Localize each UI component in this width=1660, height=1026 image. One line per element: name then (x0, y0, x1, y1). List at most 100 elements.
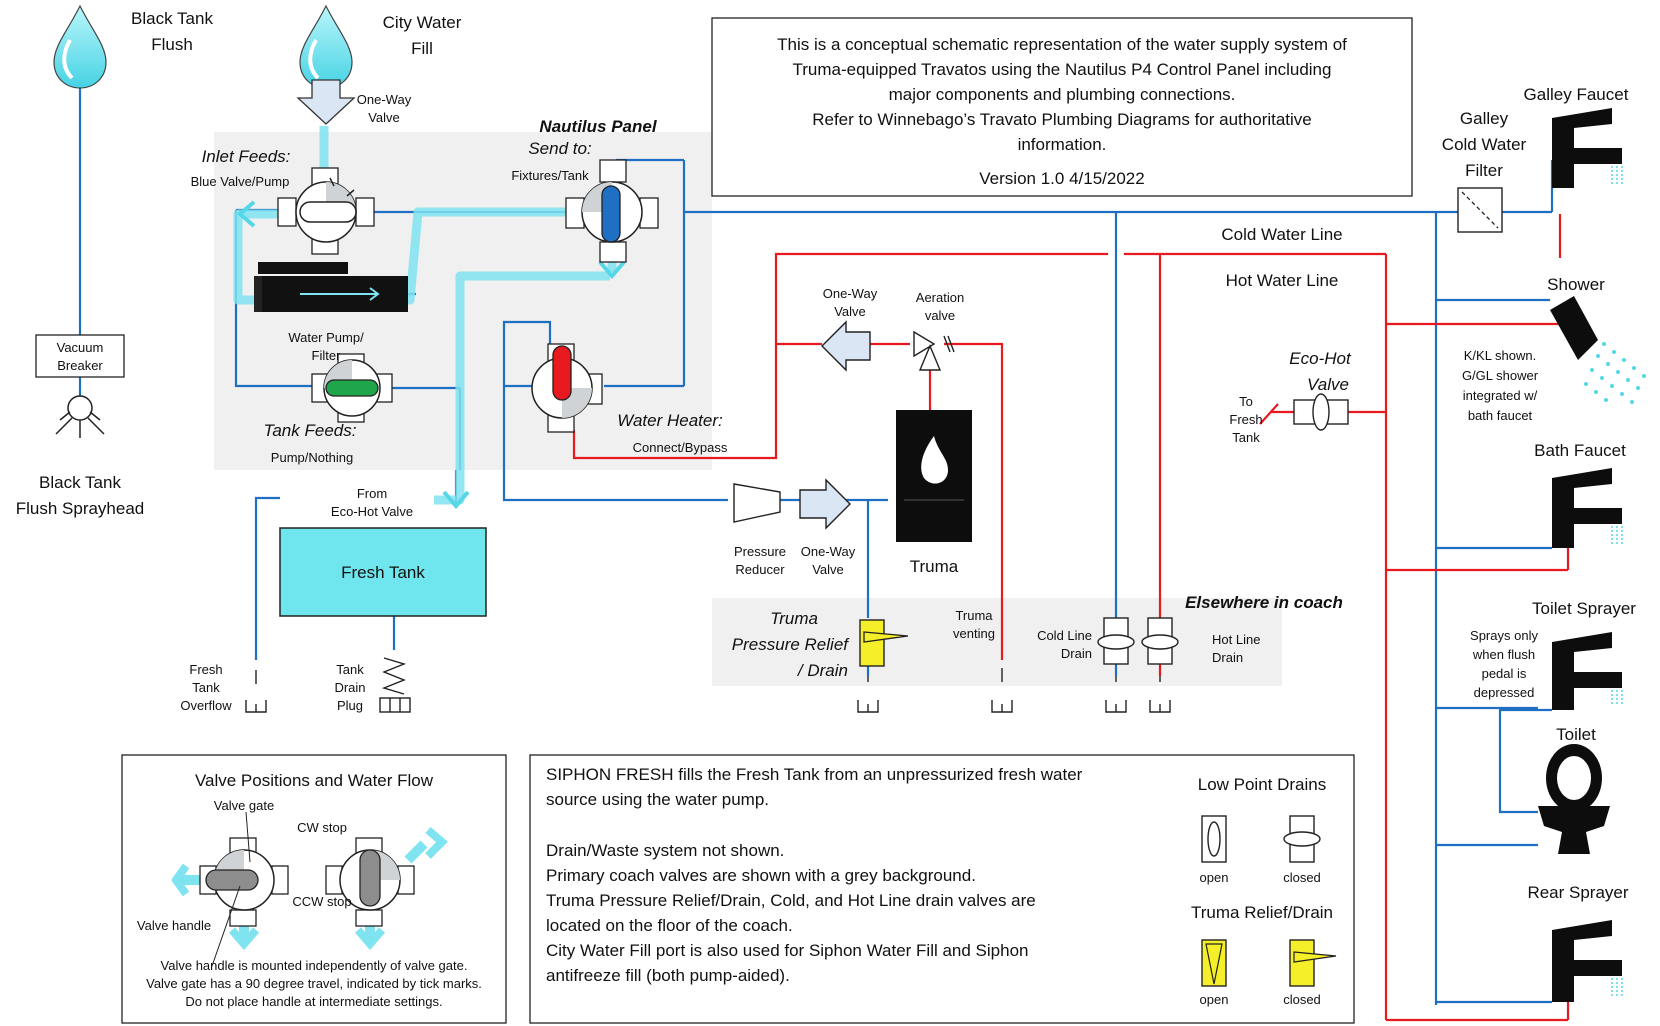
to-fresh-label-2: Fresh (1229, 412, 1262, 427)
send-to-label: Send to: (528, 139, 592, 158)
line-drain-valves (1097, 617, 1179, 665)
eco-hot-valve-icon (1293, 393, 1349, 431)
to-fresh-label: To (1239, 394, 1253, 409)
fresh-tank-label: Fresh Tank (341, 563, 425, 582)
valve-gate-label: Valve gate (214, 798, 274, 813)
truma-relief-open-label: open (1200, 992, 1229, 1007)
shower-head-icon (1550, 296, 1646, 404)
low-point-drain-open-icon (1201, 815, 1227, 863)
note-line-3: major components and plumbing connection… (889, 85, 1236, 104)
water-pump-label: Water Pump/ (288, 330, 364, 345)
rear-sprayer-icon (1552, 920, 1623, 1002)
nautilus-panel-label: Nautilus Panel (539, 117, 657, 136)
galley-filter-label-2: Cold Water (1442, 135, 1527, 154)
galley-filter-icon (1457, 187, 1503, 233)
water-heater-label: Water Heater: (617, 411, 723, 430)
info-line-6: located on the floor of the coach. (546, 916, 793, 935)
hot-water-line-label: Hot Water Line (1226, 271, 1339, 290)
pump-nothing-label: Pump/Nothing (271, 450, 353, 465)
oneway2-label-2: Valve (834, 304, 866, 319)
tank-drain-plug-icon (379, 657, 411, 713)
eco-hot-label-2: Valve (1307, 375, 1349, 394)
drain-outlets (857, 668, 1171, 713)
note-box (711, 17, 1413, 197)
vacuum-breaker-box (35, 334, 125, 378)
inlet-feeds-label: Inlet Feeds: (202, 147, 291, 166)
toilet-sprayer-label: Toilet Sprayer (1532, 599, 1636, 618)
low-point-drains-label: Low Point Drains (1198, 775, 1327, 794)
hot-line-drain-label: Hot Line (1212, 632, 1260, 647)
vacuum-breaker-label-2: Breaker (57, 358, 103, 373)
city-water-label-2: Fill (411, 39, 433, 58)
hot-line-drain-label-2: Drain (1212, 650, 1243, 665)
fresh-overflow-label: Fresh (189, 662, 222, 677)
fixtures-tank-label: Fixtures/Tank (511, 168, 589, 183)
aeration-label: Aeration (916, 290, 964, 305)
city-oneway-label-2: Valve (368, 110, 400, 125)
info-line-1: SIPHON FRESH fills the Fresh Tank from a… (546, 765, 1083, 784)
cold-line-drain-label: Cold Line (1037, 628, 1092, 643)
black-tank-flush-label: Black Tank (131, 9, 213, 28)
vacuum-breaker-label: Vacuum (57, 340, 104, 355)
ccw-stop-label: CCW stop (292, 894, 351, 909)
eco-hot-label: Eco-Hot (1289, 349, 1352, 368)
send-to-valve-icon (565, 159, 659, 263)
legend-valve-ccw-icon (171, 811, 289, 967)
sprays-label-2: when flush (1472, 647, 1535, 662)
info-line-2: source using the water pump. (546, 790, 769, 809)
valve-legend-box (121, 754, 507, 1024)
fresh-overflow-label-3: Overflow (180, 698, 232, 713)
kkl-label-2: G/GL shower (1462, 368, 1539, 383)
info-line-5: Truma Pressure Relief/Drain, Cold, and H… (546, 891, 1036, 910)
city-water-label: City Water (383, 13, 462, 32)
valve-note-1: Valve handle is mounted independently of… (161, 958, 468, 973)
note-version: Version 1.0 4/15/2022 (979, 169, 1144, 188)
toilet-sprayer-icon (1552, 632, 1623, 710)
cold-line-drain-label-2: Drain (1061, 646, 1092, 661)
galley-filter-label: Galley (1460, 109, 1509, 128)
shower-label: Shower (1547, 275, 1605, 294)
one-way-valve-3-icon (799, 478, 851, 530)
aeration-label-2: valve (925, 308, 955, 323)
fresh-overflow-label-2: Tank (192, 680, 220, 695)
truma-relief-closed-icon (1289, 939, 1337, 987)
valve-handle-label: Valve handle (137, 918, 211, 933)
truma-venting-label-2: venting (953, 626, 995, 641)
oneway3-label-2: Valve (812, 562, 844, 577)
kkl-label-3: integrated w/ (1463, 388, 1538, 403)
sprays-label: Sprays only (1470, 628, 1538, 643)
black-tank-flush-drop-icon (53, 4, 107, 89)
kkl-label: K/KL shown. (1464, 348, 1537, 363)
galley-faucet-icon (1552, 108, 1623, 188)
note-line-4: Refer to Winnebago’s Travato Plumbing Di… (812, 110, 1312, 129)
water-pump-filter-icon (254, 262, 408, 312)
truma-relief-label: Truma (770, 609, 818, 628)
truma-label: Truma (910, 557, 959, 576)
truma-relief-label-3: / Drain (797, 661, 848, 680)
fresh-tank (279, 527, 487, 617)
note-line-2: Truma-equipped Travatos using the Nautil… (793, 60, 1332, 79)
one-way-valve-2-icon (821, 320, 871, 372)
truma-heater-icon (896, 410, 972, 542)
truma-relief-closed-label: closed (1283, 992, 1321, 1007)
truma-venting-label: Truma (955, 608, 993, 623)
low-point-open-label: open (1200, 870, 1229, 885)
info-line-7: City Water Fill port is also used for Si… (546, 941, 1029, 960)
kkl-label-4: bath faucet (1468, 408, 1533, 423)
galley-filter-label-3: Filter (1465, 161, 1503, 180)
rear-sprayer-label: Rear Sprayer (1527, 883, 1628, 902)
note-line-1: This is a conceptual schematic represent… (777, 35, 1347, 54)
connect-bypass-label: Connect/Bypass (633, 440, 728, 455)
info-line-8: antifreeze fill (both pump-aided). (546, 966, 790, 985)
flow-arrowheads (236, 200, 626, 510)
from-ecohot-label: From (357, 486, 387, 501)
pressure-reducer-label: Pressure (734, 544, 786, 559)
city-oneway-label: One-Way (357, 92, 412, 107)
sprayhead-label: Black Tank (39, 473, 121, 492)
low-point-closed-label: closed (1283, 870, 1321, 885)
truma-relief-open-icon (1201, 939, 1227, 987)
info-line-4: Primary coach valves are shown with a gr… (546, 866, 976, 885)
valve-legend-title: Valve Positions and Water Flow (195, 771, 434, 790)
truma-relief-drain-icon (859, 619, 909, 667)
